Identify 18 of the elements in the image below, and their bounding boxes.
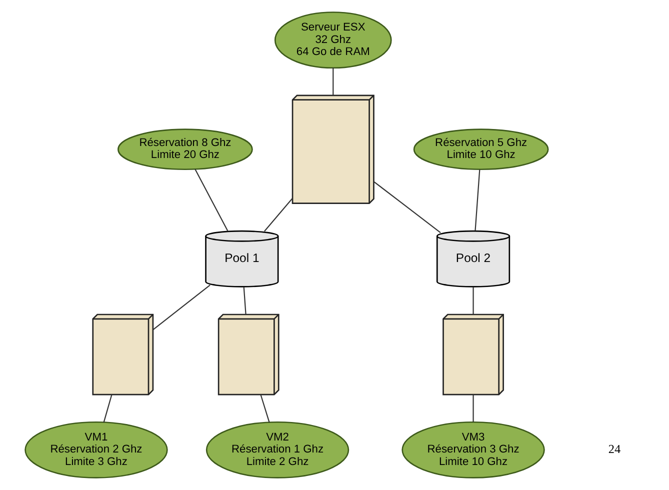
node-ellipse: VM3 Réservation 3 Ghz Limite 10 Ghz	[401, 421, 544, 478]
connector	[373, 181, 440, 234]
connector	[472, 394, 474, 422]
connector	[472, 287, 474, 314]
node-ellipse: Réservation 5 Ghz Limite 10 Ghz	[412, 128, 548, 170]
connector	[264, 198, 292, 232]
connector	[194, 168, 228, 232]
connector	[102, 394, 112, 423]
connector	[260, 394, 270, 423]
node-ellipse: Réservation 8 Ghz Limite 20 Ghz	[117, 128, 252, 170]
node-ellipse: VM2 Réservation 1 Ghz Limite 2 Ghz	[205, 421, 349, 478]
label: 24	[608, 442, 620, 456]
node-ellipse: VM1 Réservation 2 Ghz Limite 3 Ghz	[24, 421, 168, 478]
connector	[152, 284, 210, 330]
node-ellipse: Serveur ESX 32 Ghz 64 Go de RAM	[274, 12, 392, 69]
connector	[242, 287, 246, 314]
connector	[332, 68, 334, 96]
connector	[474, 170, 480, 231]
